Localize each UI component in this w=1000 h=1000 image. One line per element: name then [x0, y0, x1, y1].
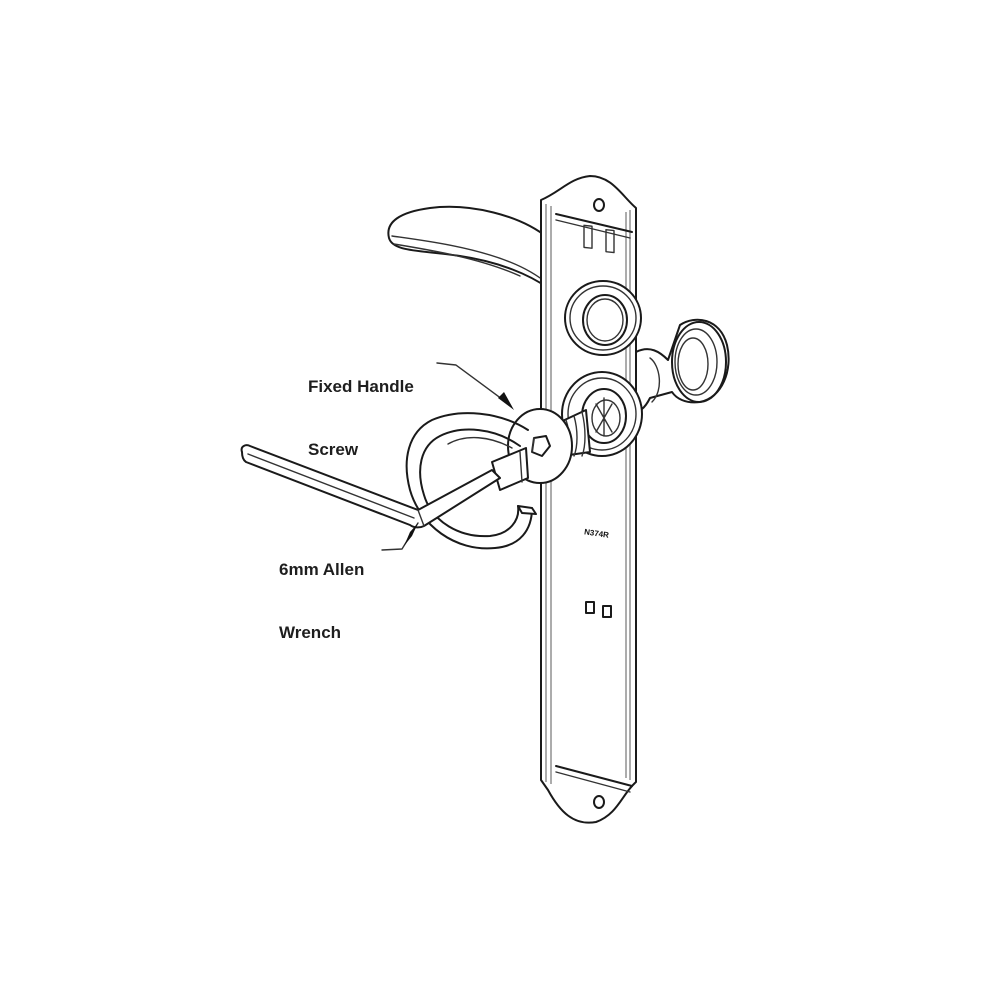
leader-fixed-handle-screw	[436, 362, 514, 410]
label-allen-wrench-line1: 6mm Allen	[279, 560, 365, 579]
lever-handle-curl	[405, 412, 537, 550]
upper-rosette	[564, 280, 642, 356]
label-allen-wrench: 6mm Allen Wrench	[279, 517, 364, 664]
interior-knob	[635, 318, 730, 413]
label-fixed-handle-screw: Fixed Handle Screw	[308, 334, 414, 481]
model-stamp: N374R	[584, 527, 610, 539]
leader-allen-wrench	[381, 522, 419, 551]
label-fixed-handle-screw-line1: Fixed Handle	[308, 377, 414, 396]
upper-lever-handle	[387, 205, 549, 289]
backplate: N374R	[540, 175, 637, 824]
label-fixed-handle-screw-line2: Screw	[308, 440, 359, 459]
label-allen-wrench-line2: Wrench	[279, 623, 342, 642]
allen-wrench	[240, 444, 501, 529]
